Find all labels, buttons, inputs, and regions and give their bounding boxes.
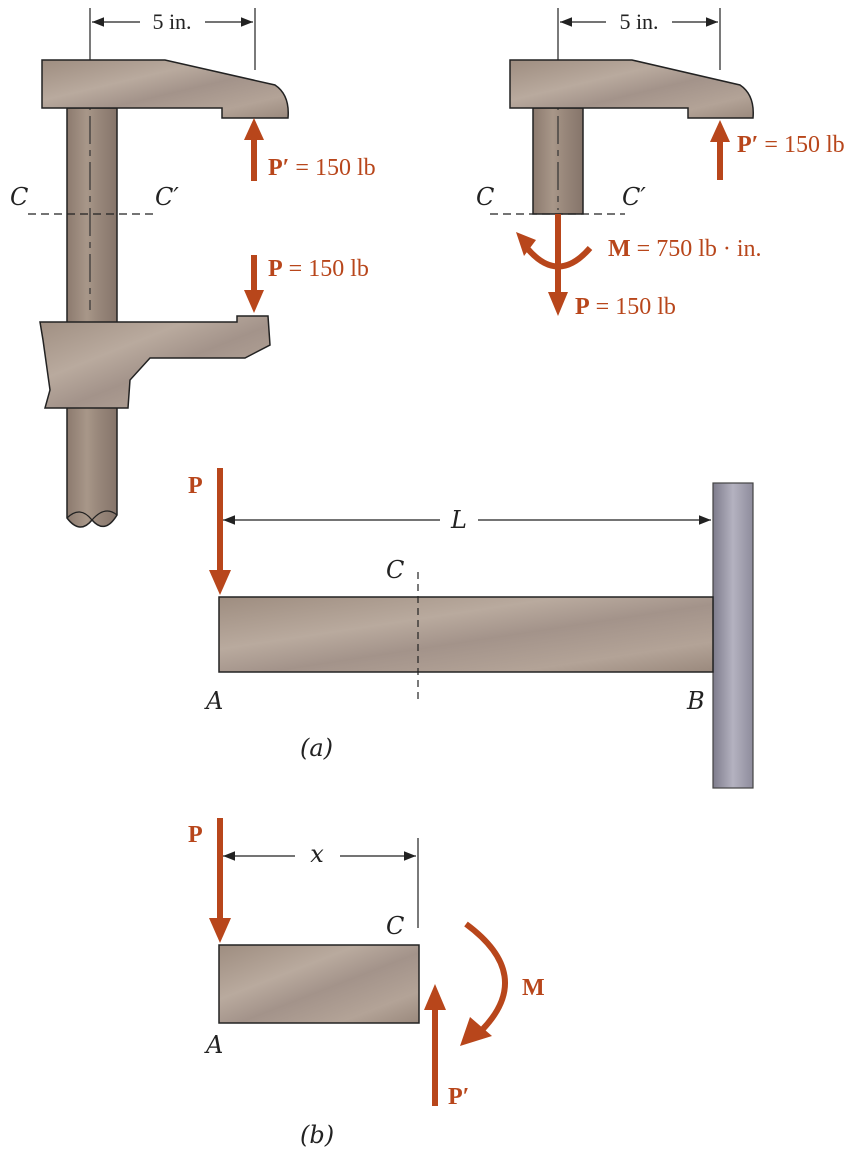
beam-a-end-right: B [686,687,705,715]
clamp-cut-section-left: C [476,183,494,211]
clamp-full-force-bottom-symbol: P [268,256,283,282]
beam-a-body [218,596,714,673]
clamp-full-force-top-arrow [244,118,264,181]
beam-a-load-label: P [188,473,203,499]
beam-b-moment-label: M [522,975,545,1001]
clamp-cut-moment-value: = 750 lb · in. [637,236,762,262]
beam-a-caption: (a) [300,734,333,762]
clamp-cut-section-right: C′ [622,183,646,211]
beam-b-load-label: P [188,822,203,848]
beam-b-reaction-arrow [424,984,446,1106]
clamp-full-force-top-symbol: P′ [268,155,289,181]
clamp-full-dim-label: 5 in. [152,9,191,34]
clamp-full-upper-jaw [41,59,289,119]
clamp-full-lower-jaw [39,315,271,409]
clamp-cut-moment-arrow [516,232,593,270]
beam-b-end-left: A [204,1031,223,1059]
beam-b-distance-label: x [310,840,324,868]
clamp-cut-moment-label: M= 750 lb · in. [608,236,762,262]
clamp-cut-upper-jaw [509,59,754,119]
beam-b-body [218,944,420,1024]
beam-a-load-arrow [209,468,231,595]
clamp-cut-force-bottom-symbol: P [575,294,590,320]
beam-a-length-label: L [450,506,467,534]
clamp-full-force-bottom-value: = 150 lb [289,256,369,282]
beam-a-section-label: C [386,556,404,584]
clamp-full-force-top-value: = 150 lb [295,155,375,181]
beam-b-reaction-label: P′ [448,1084,469,1110]
clamp-cut: 5 in. C C′ P′= 150 lb M= 750 lb · in. P=… [476,8,845,320]
beam-a-wall [712,482,754,789]
clamp-cut-force-bottom-arrow [548,214,568,316]
clamp-full-force-bottom-label: P= 150 lb [268,256,369,282]
clamp-full-rod [66,107,118,528]
clamp-full-rod-break [66,510,118,522]
beam-b-caption: (b) [300,1121,334,1149]
clamp-full-force-top-label: P′= 150 lb [268,155,376,181]
clamp-cut-force-top-arrow [710,120,730,180]
clamp-full-section-left: C [10,183,28,211]
clamp-full-force-bottom-arrow [244,255,264,313]
clamp-full-section-right: C′ [155,183,179,211]
beam-a-end-left: A [204,687,223,715]
clamp-cut-dim-label: 5 in. [619,9,658,34]
beam-b-moment-arrow [460,921,508,1046]
clamp-cut-force-bottom-value: = 150 lb [596,294,676,320]
clamp-cut-force-top-label: P′= 150 lb [737,132,845,158]
beam-b: C P x M P′ A (b) [188,818,545,1149]
beam-b-load-arrow [209,818,231,943]
clamp-cut-force-bottom-label: P= 150 lb [575,294,676,320]
clamp-cut-force-top-value: = 150 lb [764,132,844,158]
beam-b-section-label: C [386,912,404,940]
clamp-full: 5 in. C C′ P′= 150 lb P= 150 lb [10,8,376,528]
clamp-cut-force-top-symbol: P′ [737,132,758,158]
beam-a: C P L A B (a) [188,468,754,789]
clamp-cut-moment-symbol: M [608,236,631,262]
